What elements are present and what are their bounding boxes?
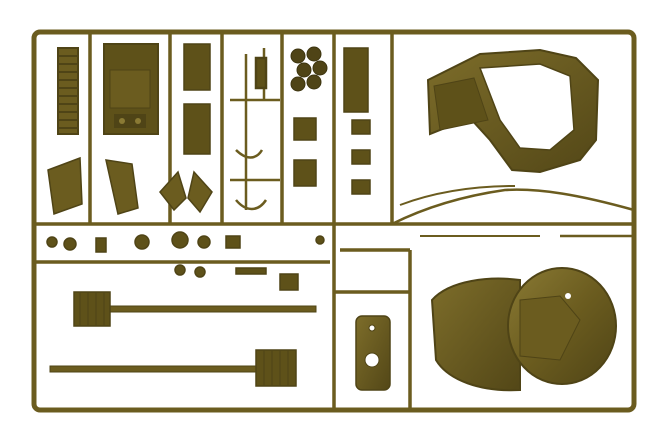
gun-barrel-part-lower [49,349,297,387]
roadwheel-hub-parts [290,46,328,92]
small-fittings-parts [230,48,280,211]
hatch-parts [293,47,371,195]
mudguard-parts [47,156,213,216]
engine-grille-part [57,47,79,135]
turret-part [430,267,617,392]
small-plates-parts [183,43,211,155]
rear-plate-part [103,43,159,135]
gun-mantlet-part [355,315,391,391]
sprue-runners [34,32,635,410]
gun-barrel-part-upper [73,291,317,327]
upper-hull-part [426,48,600,174]
middle-row-parts [46,231,325,291]
